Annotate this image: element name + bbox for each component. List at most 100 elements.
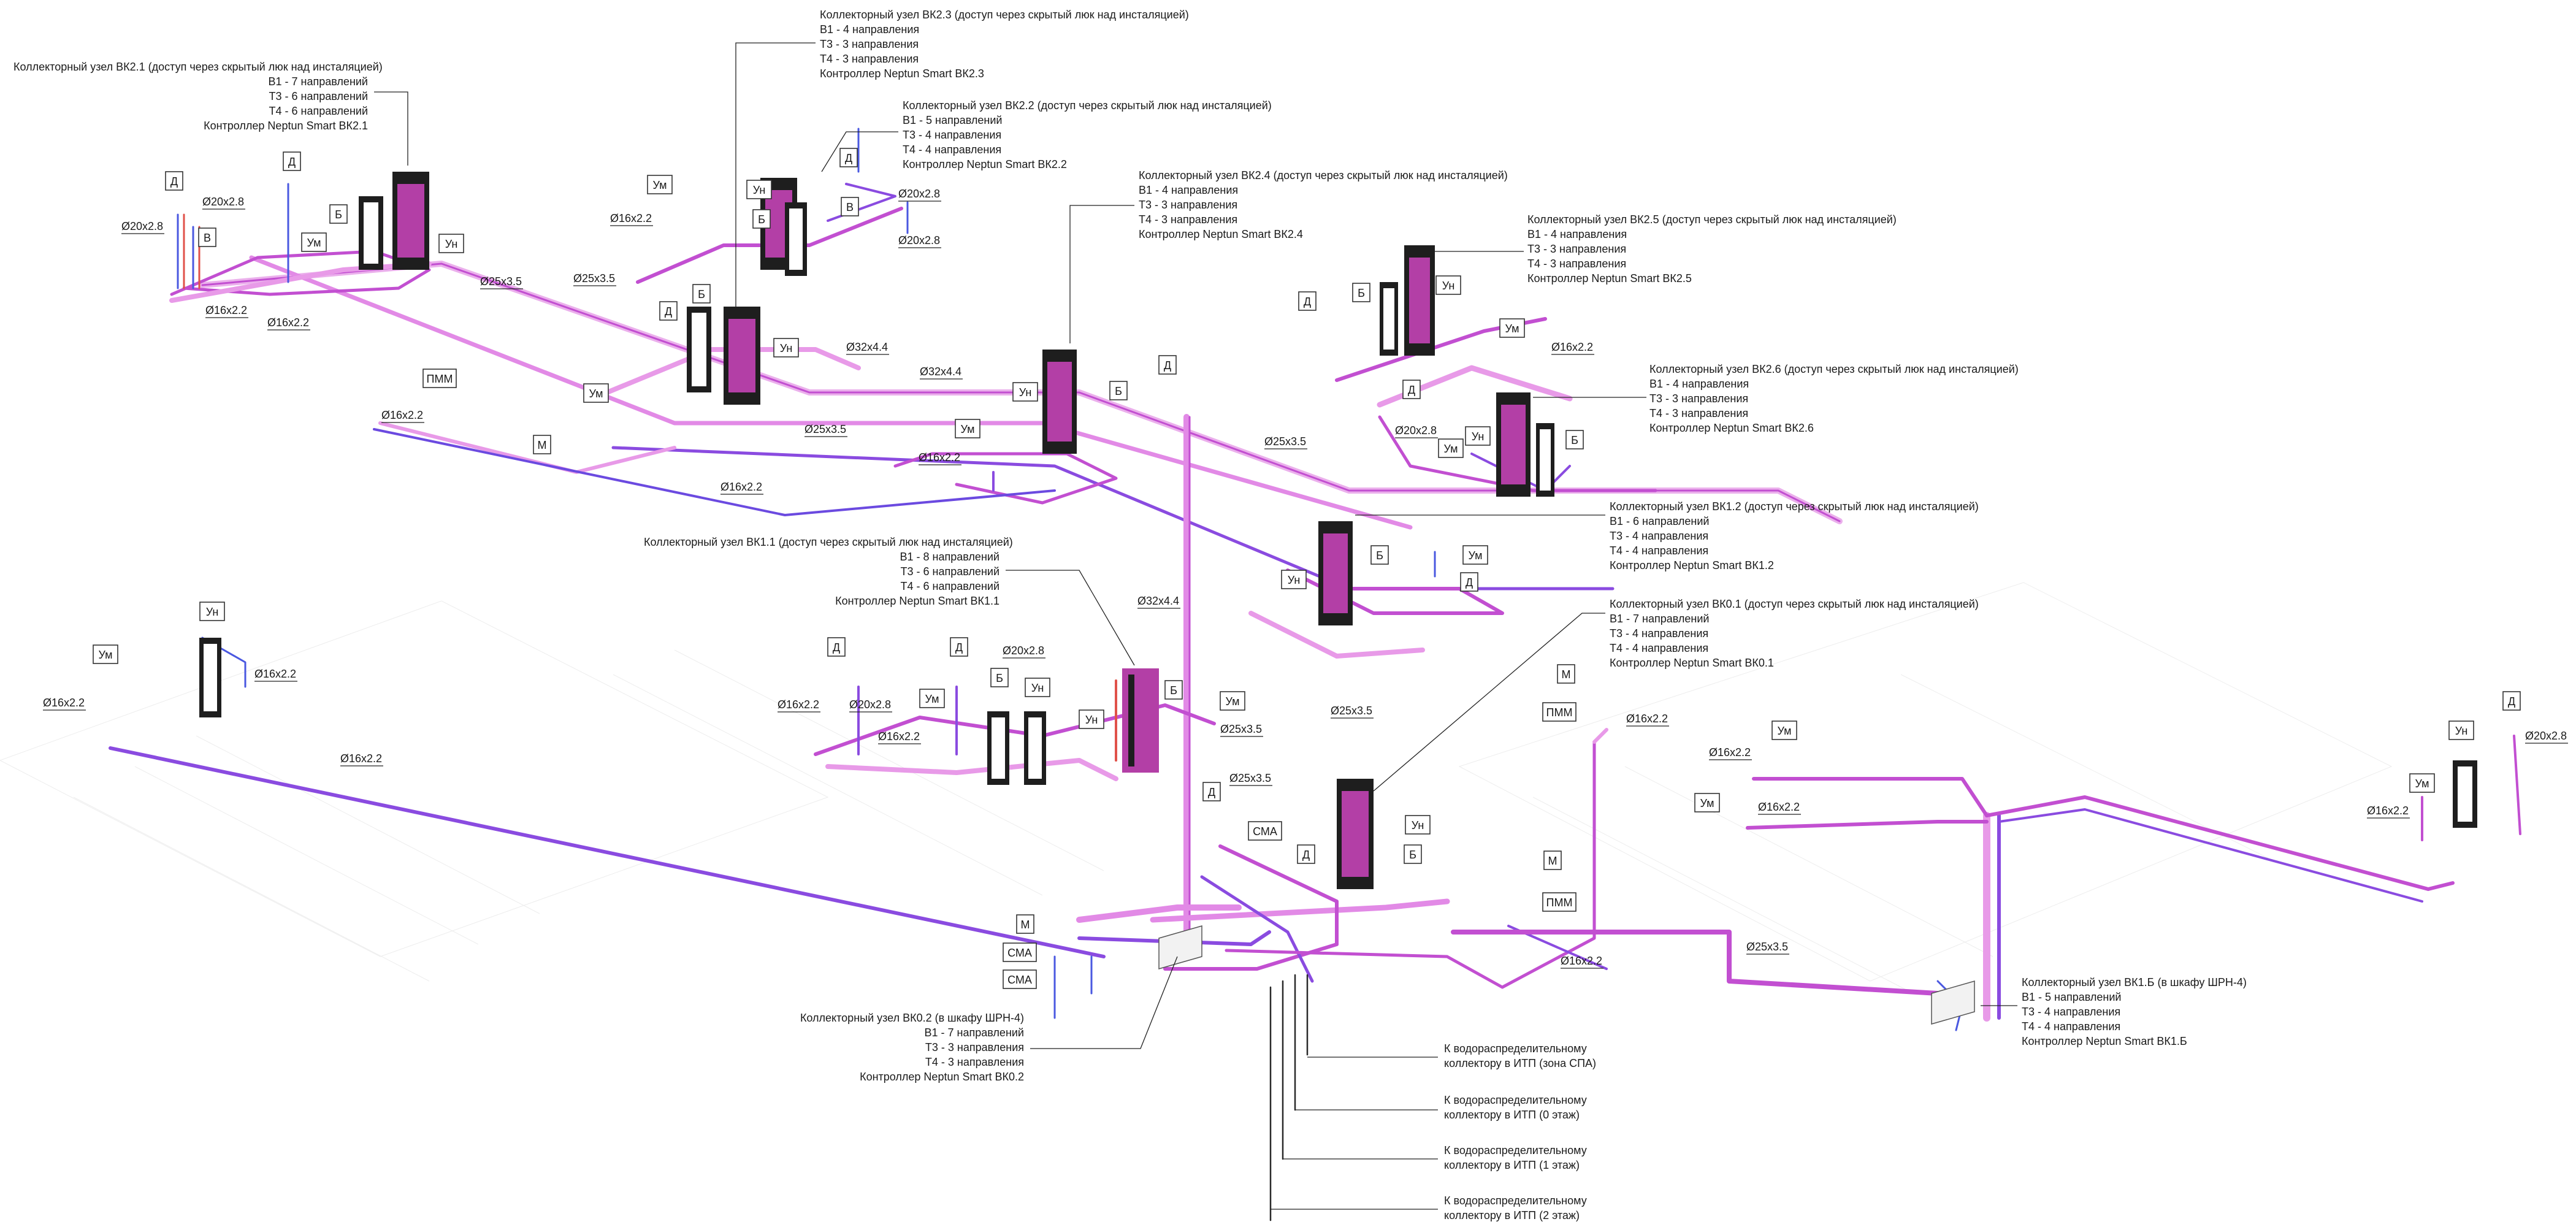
label-text: Ø16x2.2: [610, 212, 652, 224]
label-text: Ø16x2.2: [919, 451, 960, 464]
label-text: Ум: [652, 179, 667, 191]
pipe-segment: [1150, 898, 1450, 923]
tag-b: Б: [1404, 844, 1422, 864]
label-text: Б: [1409, 849, 1416, 861]
tag-d: Д: [1402, 380, 1421, 399]
label-box: [364, 202, 378, 264]
label-box: [397, 184, 424, 258]
diameter-label: Ø16x2.2: [1551, 341, 1594, 355]
diameter-labels: Ø20x2.8 Ø20x2.8 Ø16x2.2 Ø16x2.2 Ø25x3.5 …: [43, 188, 2568, 969]
label-text: Контроллер Neptun Smart ВК0.1: [1610, 657, 1774, 669]
cabinet-vk0-2: [1158, 925, 1202, 969]
label-text: Т3 - 6 направлений: [269, 90, 368, 102]
label-text: Т4 - 4 направления: [1610, 545, 1708, 557]
tag-d: Д: [839, 148, 858, 167]
label-text: Ун: [1031, 682, 1044, 694]
label-text: Ум: [307, 237, 321, 249]
diameter-label: Ø16x2.2: [340, 752, 383, 766]
diameter-label: Ø32x4.4: [1137, 595, 1180, 609]
label-text: Б: [996, 672, 1003, 684]
label-text: Т3 - 3 направления: [1139, 199, 1237, 211]
label-text: Ø16x2.2: [205, 304, 247, 316]
diameter-label: Ø16x2.2: [878, 730, 921, 744]
tag-b: Б: [752, 209, 771, 229]
label-text: Ø32x4.4: [846, 341, 888, 353]
label-box: [919, 689, 945, 708]
label-text: СМА: [1007, 974, 1032, 986]
label-text: Контроллер Neptun Smart ВК1.Б: [2022, 1035, 2187, 1047]
label-text: ПММ: [1546, 896, 1573, 909]
diameter-label: Ø32x4.4: [846, 341, 889, 355]
label-text: Т3 - 4 направления: [1610, 627, 1708, 640]
label-text: Т3 - 4 направления: [903, 129, 1001, 141]
label-text: Т4 - 4 направления: [2022, 1020, 2120, 1033]
label-box: [1028, 717, 1042, 779]
label-box: [1460, 572, 1478, 592]
label-box: [1003, 942, 1037, 962]
diameter-label: Ø32x4.4: [920, 365, 963, 380]
label-text: В1 - 6 направлений: [1610, 515, 1709, 527]
tag-pmm: ПММ: [422, 369, 457, 388]
manifold-note: Коллекторный узел ВК1.1 (доступ через ск…: [644, 536, 1135, 666]
diameter-label: Ø16x2.2: [1758, 801, 1801, 815]
tag-un: Ун: [1025, 678, 1050, 697]
label-box: [1499, 318, 1525, 338]
label-text: Д: [833, 641, 840, 654]
label-text: Ø25x3.5: [480, 275, 522, 288]
label-text: Б: [1571, 434, 1578, 446]
label-text: Ø20x2.8: [898, 188, 940, 200]
tag-b: Б: [329, 204, 348, 224]
label-box: [2448, 721, 2474, 740]
label-box: [1465, 426, 1491, 446]
diameter-label: Ø20x2.8: [202, 196, 245, 210]
label-text: Коллекторный узел ВК2.5 (доступ через ск…: [1527, 213, 1897, 226]
label-box: [1079, 709, 1104, 729]
label-text: Д: [2508, 695, 2515, 708]
tag-b: Б: [1565, 430, 1584, 449]
label-text: Ø25x3.5: [1220, 723, 1262, 735]
diameter-label: Ø20x2.8: [1395, 424, 1438, 438]
pipe-segment: [109, 746, 1106, 958]
tag-un: Ун: [1281, 570, 1307, 589]
tag-b: Б: [1109, 381, 1128, 400]
label-text: Ø32x4.4: [920, 365, 961, 378]
label-text: В1 - 7 направлений: [925, 1026, 1024, 1039]
tag-un: Ун: [1405, 815, 1431, 835]
label-text: Коллекторный узел ВК0.2 (в шкафу ШРН-4): [800, 1012, 1024, 1024]
pipe-segment: [1532, 674, 2269, 994]
label-box: [533, 435, 551, 454]
trunk-3: [611, 446, 1615, 591]
tag-um: Ум: [1499, 318, 1525, 338]
label-text: В: [204, 232, 211, 244]
pipe-segment: [893, 452, 1118, 505]
diameter-label: Ø25x3.5: [1746, 941, 1789, 955]
tag-m: М: [1557, 664, 1575, 684]
tag-sma: СМА: [1248, 821, 1282, 841]
label-text: Ум: [1225, 695, 1239, 708]
label-text: Ум: [1443, 443, 1458, 455]
manifold-note: Коллекторный узел ВК1.2 (доступ через ск…: [1355, 500, 1979, 571]
label-text: Т4 - 6 направлений: [901, 580, 999, 592]
label-text: Ун: [206, 606, 219, 618]
label-box: [990, 668, 1009, 687]
label-box: [2409, 773, 2435, 793]
installation-left: [199, 638, 221, 717]
pipe-segment: [1998, 808, 2423, 903]
pipe-segment: [857, 128, 909, 234]
tag-um: Ум: [1771, 721, 1797, 740]
label-box: [746, 180, 772, 199]
diameter-label: Ø16x2.2: [267, 316, 310, 331]
label-text: Ум: [1700, 797, 1714, 809]
pipe-segment: [183, 213, 201, 289]
label-text: Ø20x2.8: [121, 220, 163, 232]
label-text: Ун: [753, 184, 766, 196]
label-text: Ø25x3.5: [573, 272, 615, 285]
label-text: Ø16x2.2: [720, 481, 762, 493]
label-text: Коллекторный узел ВК2.6 (доступ через ск…: [1649, 363, 2019, 375]
label-text: Ø16x2.2: [43, 697, 85, 709]
installation-vk2-1: [359, 196, 383, 270]
label-box: [692, 313, 706, 386]
pipe-segment: [1053, 955, 1093, 1019]
pipe-segment: [1458, 582, 2393, 982]
